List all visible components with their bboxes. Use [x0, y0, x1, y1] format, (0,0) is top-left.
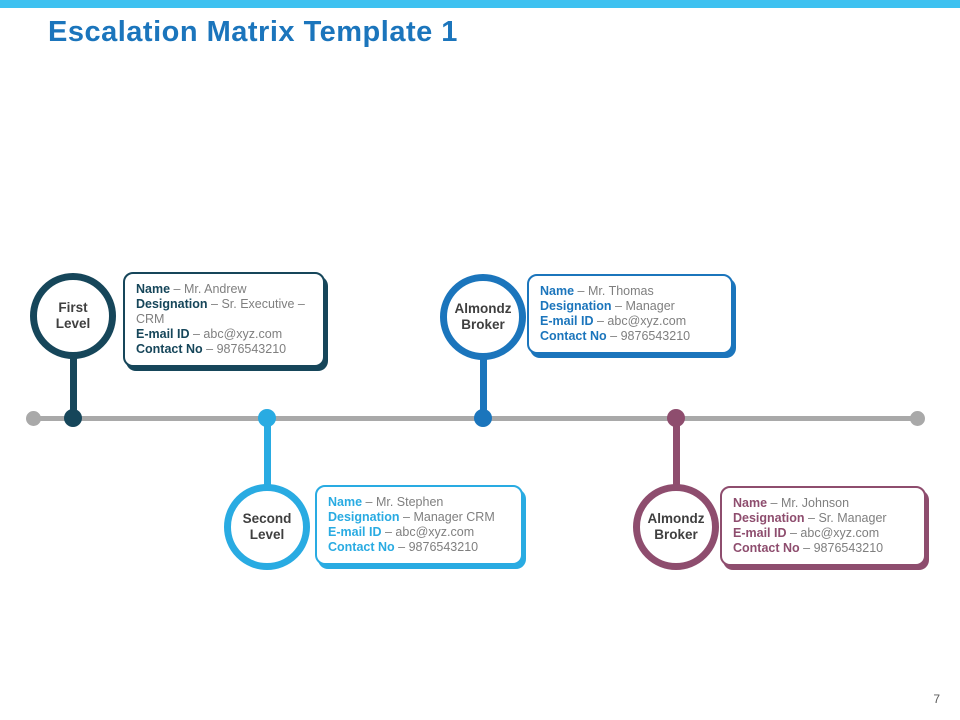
contact-designation-row: Designation – Manager — [540, 299, 675, 313]
milestone-connector — [480, 310, 487, 418]
contact-email-row: E-mail ID – abc@xyz.com — [733, 526, 880, 540]
milestone-label: First Level — [55, 299, 91, 331]
page-title: Escalation Matrix Template 1 — [48, 16, 458, 48]
contact-name-row: Name – Mr. Stephen — [328, 495, 444, 509]
contact-designation-row: Designation – Manager CRM — [328, 510, 495, 524]
contact-card: Name – Mr. Stephen Designation – Manager… — [315, 485, 523, 565]
milestone-circle: Almondz Broker — [440, 274, 526, 360]
contact-number-row: Contact No – 9876543210 — [136, 342, 287, 356]
contact-email-row: E-mail ID – abc@xyz.com — [136, 327, 283, 341]
milestone-circle: Second Level — [224, 484, 310, 570]
milestone-connector — [673, 418, 680, 527]
contact-designation-row: Designation – Sr. Executive – CRM — [136, 297, 305, 326]
contact-number-row: Contact No – 9876543210 — [328, 540, 479, 554]
milestone-connector — [70, 310, 77, 418]
contact-card: Name – Mr. Thomas Designation – Manager … — [527, 274, 733, 354]
contact-name-row: Name – Mr. Andrew — [136, 282, 247, 296]
contact-email-row: E-mail ID – abc@xyz.com — [540, 314, 687, 328]
milestone-label: Second Level — [242, 510, 292, 542]
milestone-circle: Almondz Broker — [633, 484, 719, 570]
milestone-dot — [474, 409, 492, 427]
milestone-dot — [258, 409, 276, 427]
milestone-dot — [64, 409, 82, 427]
contact-number-row: Contact No – 9876543210 — [540, 329, 691, 343]
contact-name-row: Name – Mr. Johnson — [733, 496, 850, 510]
accent-bar — [0, 0, 960, 8]
contact-name-row: Name – Mr. Thomas — [540, 284, 654, 298]
contact-card: Name – Mr. Johnson Designation – Sr. Man… — [720, 486, 926, 566]
contact-designation-row: Designation – Sr. Manager — [733, 511, 887, 525]
contact-number-row: Contact No – 9876543210 — [733, 541, 884, 555]
milestone-label: Almondz Broker — [454, 300, 512, 332]
timeline-endcap-right — [910, 411, 925, 426]
page-number: 7 — [933, 692, 940, 706]
contact-card: Name – Mr. Andrew Designation – Sr. Exec… — [123, 272, 325, 367]
milestone-circle: First Level — [30, 273, 116, 359]
milestone-label: Almondz Broker — [647, 510, 705, 542]
timeline-endcap-left — [26, 411, 41, 426]
milestone-dot — [667, 409, 685, 427]
milestone-connector — [264, 418, 271, 527]
contact-email-row: E-mail ID – abc@xyz.com — [328, 525, 475, 539]
